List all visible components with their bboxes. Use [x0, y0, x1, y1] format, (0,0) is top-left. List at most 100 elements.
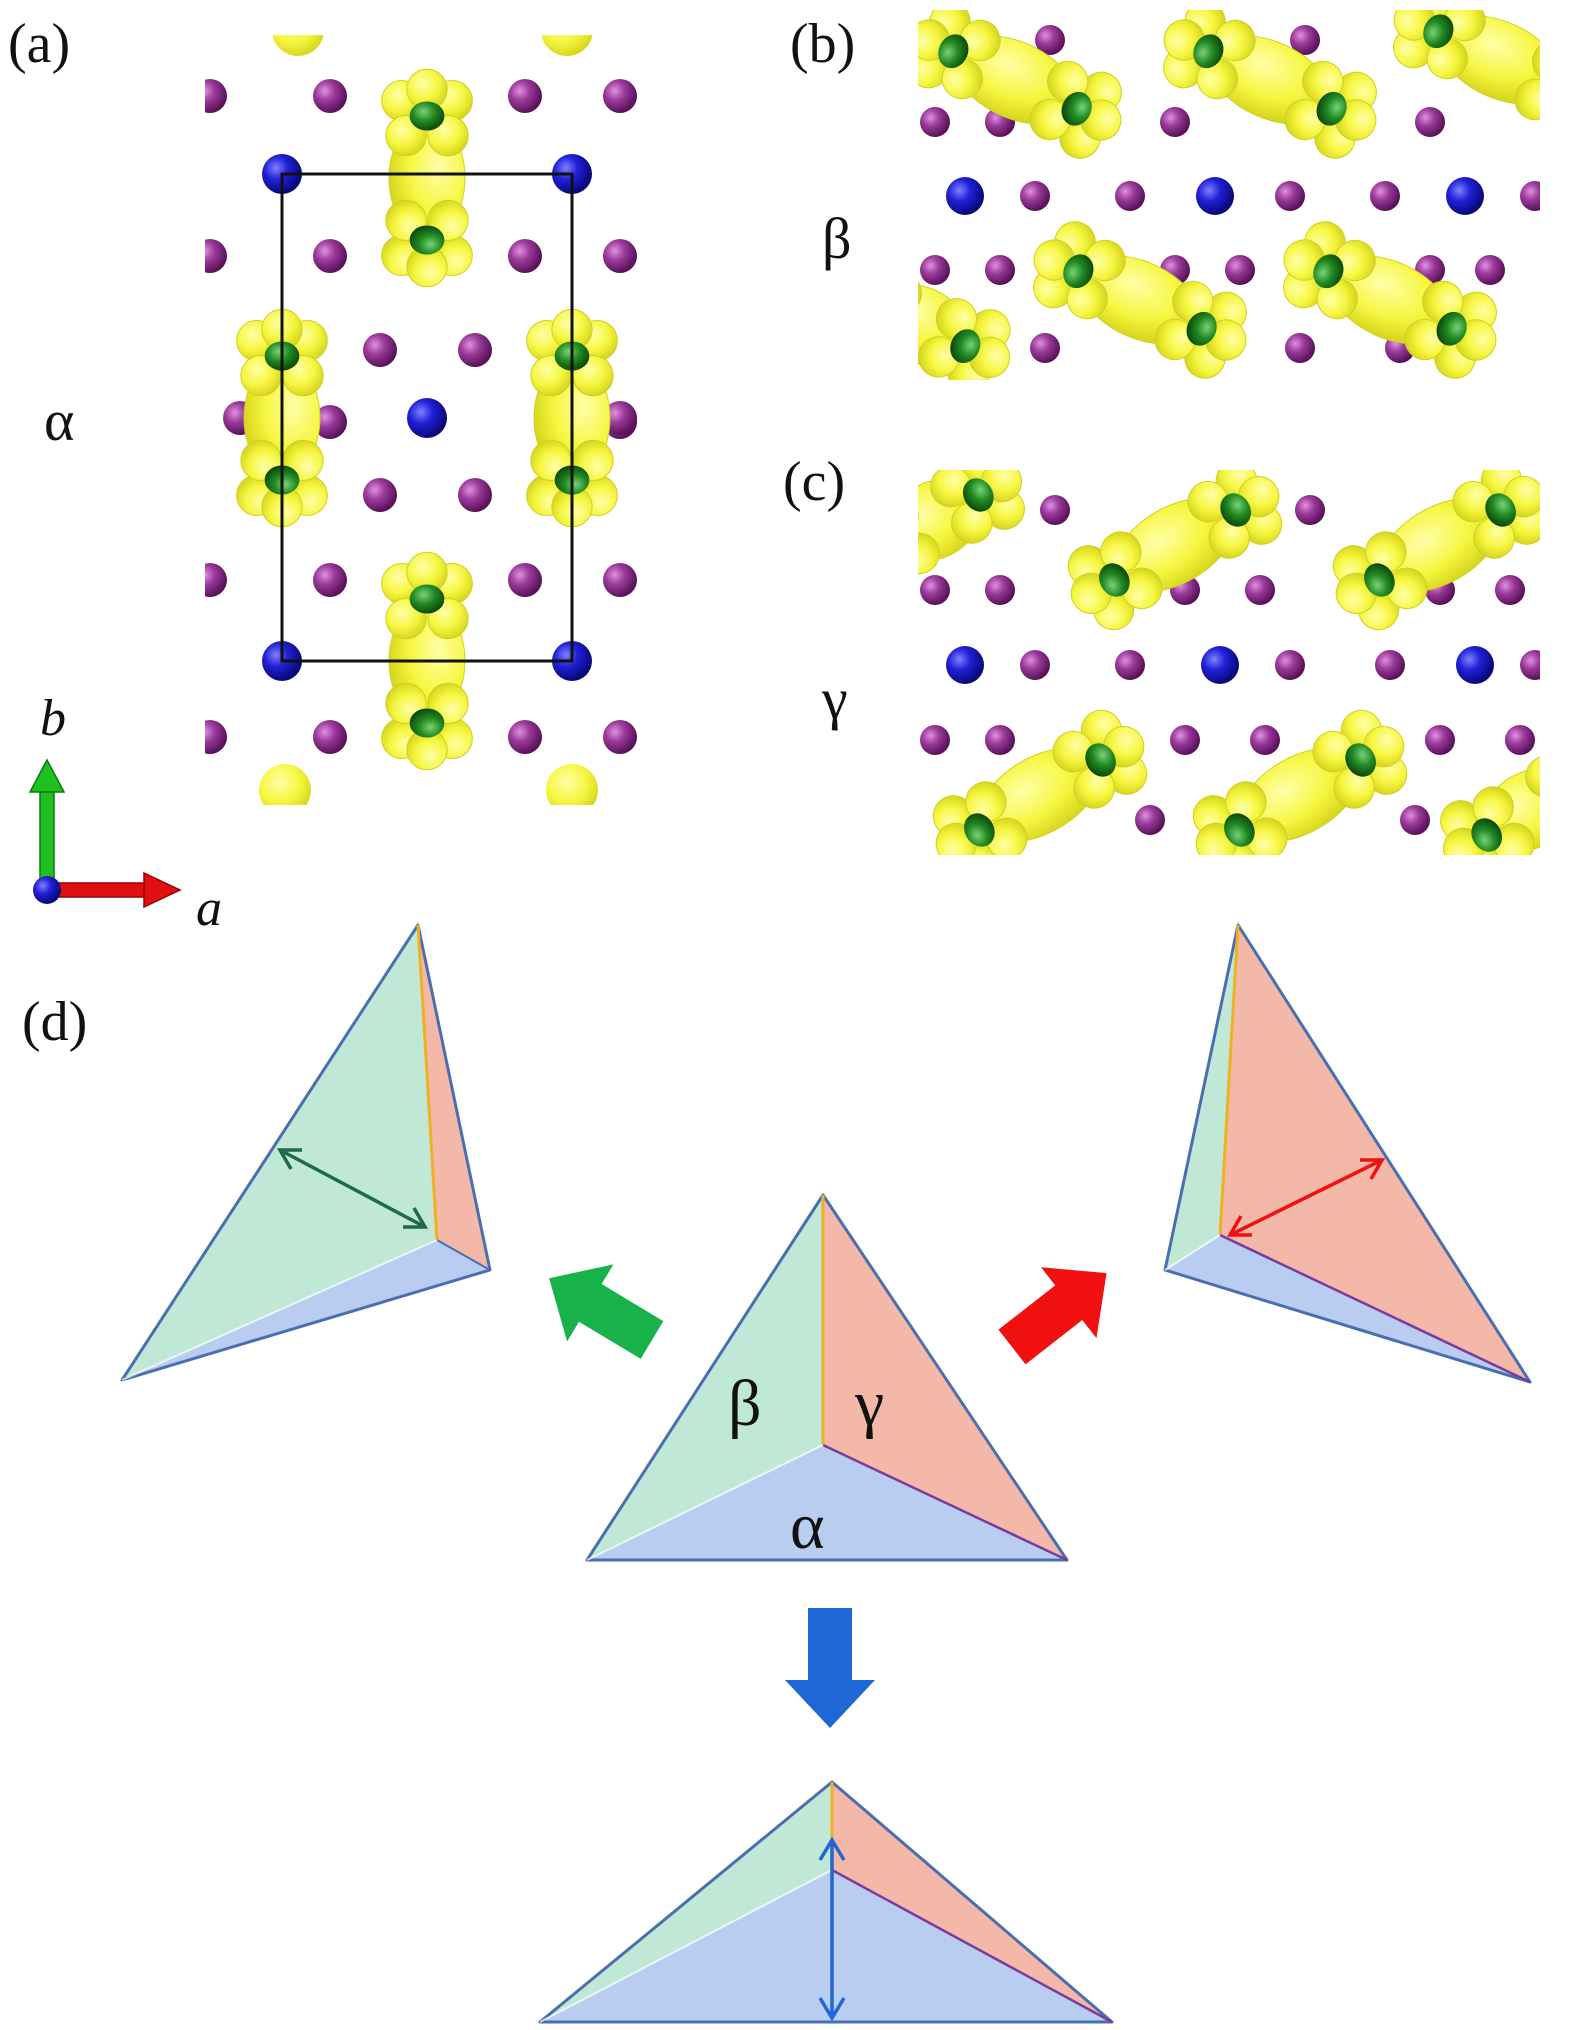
metal-atom [1201, 646, 1239, 684]
metal-atom [407, 398, 447, 438]
double-arrow-icon [1226, 1158, 1386, 1237]
orbital-lobe-cluster [381, 551, 473, 640]
metal-atom [1446, 177, 1484, 215]
orbital-lobe [1386, 567, 1428, 610]
iodine-atom [1040, 495, 1070, 525]
orbital-lobe [1546, 728, 1570, 783]
iodine-atom [1170, 725, 1200, 755]
iodine-atom [1370, 181, 1400, 211]
orbital-lobe-cluster [918, 496, 940, 575]
orbital-lobe-cluster [918, 298, 1011, 380]
ligand-atom [964, 813, 995, 847]
iodine-atom [313, 239, 347, 273]
metal-atom [1456, 646, 1494, 684]
ligand-atom [1316, 91, 1347, 126]
ligand-atom [938, 34, 969, 69]
phase-gamma-label: γ [821, 666, 848, 731]
orbital-lobe-cluster [1404, 280, 1497, 379]
phase-beta-label: β [822, 206, 852, 271]
orbital-lobe [1284, 98, 1326, 141]
ligand-atom [1063, 254, 1094, 289]
iodine-atom [508, 239, 542, 273]
orbital-lobe-cluster [1187, 470, 1283, 559]
orbital-lobe [1084, 239, 1126, 282]
orbital-lobe [1532, 40, 1540, 83]
orbital-lobe [259, 764, 311, 805]
orbital-lobe-cluster [526, 308, 618, 397]
double-arrow-icon [818, 1836, 846, 2022]
ligand-atom [950, 329, 981, 364]
iodine-atom [1295, 495, 1325, 525]
orbital-lobe [546, 764, 598, 805]
green-arrow-icon [28, 758, 66, 891]
panel-d-label: (d) [22, 991, 87, 1053]
orbital-lobe [1539, 785, 1570, 840]
orbital-lobe [1187, 480, 1229, 523]
orbital-lobe [1334, 239, 1376, 282]
ligand-atom [1436, 311, 1467, 346]
orbital-lobe-cluster [1514, 40, 1570, 127]
orbital-lobe [1196, 57, 1238, 100]
orbital-lobe-cluster [1332, 531, 1428, 631]
iodine-atom [458, 333, 492, 367]
axis-a-label: a [196, 880, 222, 937]
ligand-atom [1552, 763, 1570, 808]
red-arrow-icon [46, 871, 182, 909]
iodine-atom [1520, 181, 1540, 211]
ligand-atom [1541, 67, 1570, 111]
iodine-atom [1250, 725, 1280, 755]
orbital-lobe-cluster [918, 272, 922, 314]
iodine-atom [920, 725, 950, 755]
iodine-atom [508, 563, 542, 597]
iodine-atom [603, 563, 637, 597]
orbital-lobe [1444, 10, 1486, 42]
iodine-atom [458, 478, 492, 512]
iodine-atom [603, 401, 637, 435]
orbital-lobe [1172, 280, 1214, 323]
panel-a-label: (a) [8, 13, 70, 75]
orbital-lobe [1316, 277, 1358, 320]
orbital-lobe [272, 35, 324, 56]
iodine-atom [1520, 650, 1540, 680]
orbital-lobe [1312, 730, 1354, 773]
iodine-atom [205, 563, 227, 597]
metal-atom [946, 646, 984, 684]
orbital-lobe [935, 298, 978, 340]
orbital-lobe-cluster [1029, 60, 1122, 159]
ligand-atom [409, 708, 445, 738]
orbital-lobe-cluster [1393, 10, 1486, 80]
orbital-lobe [941, 57, 983, 100]
orbital-lobe [918, 336, 960, 378]
orbital-lobe [1365, 531, 1407, 573]
orbital-lobe [1426, 37, 1468, 80]
iodine-atom [1115, 181, 1145, 211]
orbital-lobe [1047, 60, 1089, 103]
ligand-atom [1099, 563, 1130, 597]
iodine-atom [205, 239, 227, 273]
iodine-atom [1495, 575, 1525, 605]
iodine-atom [1245, 575, 1275, 605]
orbital-lobe [918, 496, 919, 538]
face-beta-label: β [728, 1367, 762, 1440]
iodine-atom [313, 79, 347, 113]
orbital-lobe-cluster [1283, 221, 1376, 320]
orbital-lobe [1073, 767, 1115, 809]
orbital-lobe-cluster [918, 10, 1001, 100]
orbital-lobe [1121, 567, 1163, 610]
iodine-atom [1415, 107, 1445, 137]
iodine-atom [1135, 805, 1165, 835]
ligand-atom [1313, 254, 1344, 289]
iodine-atom [1290, 25, 1320, 55]
iodine-atom [1030, 333, 1060, 363]
orbital-lobe [1052, 730, 1094, 773]
orbital-lobe-cluster [1525, 728, 1570, 840]
unit-cell-box [280, 172, 574, 663]
orbital-lobe-cluster [1284, 60, 1377, 159]
panel-c-structure [918, 470, 1570, 855]
ligand-atom [1485, 493, 1516, 527]
orbital-lobe [1559, 73, 1570, 127]
iodine-atom [1425, 725, 1455, 755]
orbital-lobe-cluster [932, 781, 1028, 855]
iodine-atom [363, 478, 397, 512]
iodine-atom [1035, 25, 1065, 55]
